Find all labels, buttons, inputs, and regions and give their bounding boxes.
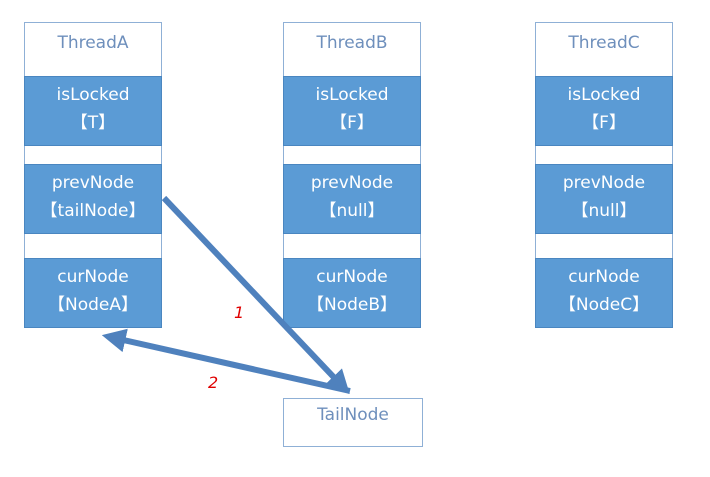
thread-c-islocked-value: 【F】 xyxy=(582,113,626,133)
arrow-1 xyxy=(161,195,350,395)
thread-a-box: ThreadA isLocked 【T】 prevNode 【tailNode】… xyxy=(24,22,162,328)
arrow-2 xyxy=(101,328,351,394)
thread-b-islocked-field: isLocked 【F】 xyxy=(283,76,421,146)
thread-c-box: ThreadC isLocked 【F】 prevNode 【null】 cur… xyxy=(535,22,673,328)
thread-a-prevnode-label: prevNode xyxy=(51,173,135,193)
thread-a-islocked-label: isLocked xyxy=(56,85,130,105)
thread-c-title: ThreadC xyxy=(568,33,640,53)
thread-b-curnode-label: curNode xyxy=(316,267,388,287)
thread-b-curnode-value: 【NodeB】 xyxy=(306,295,398,315)
thread-a-prevnode-value: 【tailNode】 xyxy=(40,201,146,221)
thread-c-curnode-field: curNode 【NodeC】 xyxy=(535,258,673,328)
thread-b-curnode-field: curNode 【NodeB】 xyxy=(283,258,421,328)
thread-c-curnode-value: 【NodeC】 xyxy=(558,295,650,315)
thread-a-title: ThreadA xyxy=(57,33,129,53)
thread-a-islocked-value: 【T】 xyxy=(70,113,116,133)
thread-b-prevnode-label: prevNode xyxy=(310,173,394,193)
thread-b-prevnode-value: 【null】 xyxy=(319,201,385,221)
thread-b-prevnode-field: prevNode 【null】 xyxy=(283,164,421,234)
thread-a-curnode-label: curNode xyxy=(57,267,129,287)
arrow-2-label: 2 xyxy=(208,373,218,392)
thread-c-islocked-field: isLocked 【F】 xyxy=(535,76,673,146)
thread-b-islocked-value: 【F】 xyxy=(330,113,374,133)
thread-a-prevnode-field: prevNode 【tailNode】 xyxy=(24,164,162,234)
arrow-1-label: 1 xyxy=(234,303,244,322)
tail-node-box: TailNode xyxy=(283,398,423,447)
thread-b-box: ThreadB isLocked 【F】 prevNode 【null】 cur… xyxy=(283,22,421,328)
thread-b-title: ThreadB xyxy=(316,33,388,53)
thread-a-curnode-field: curNode 【NodeA】 xyxy=(24,258,162,328)
thread-b-islocked-label: isLocked xyxy=(315,85,389,105)
thread-a-islocked-field: isLocked 【T】 xyxy=(24,76,162,146)
thread-c-prevnode-field: prevNode 【null】 xyxy=(535,164,673,234)
thread-a-curnode-value: 【NodeA】 xyxy=(48,295,138,315)
tail-node-label: TailNode xyxy=(317,405,389,425)
thread-c-curnode-label: curNode xyxy=(568,267,640,287)
thread-c-prevnode-value: 【null】 xyxy=(571,201,637,221)
thread-c-prevnode-label: prevNode xyxy=(562,173,646,193)
thread-c-islocked-label: isLocked xyxy=(567,85,641,105)
